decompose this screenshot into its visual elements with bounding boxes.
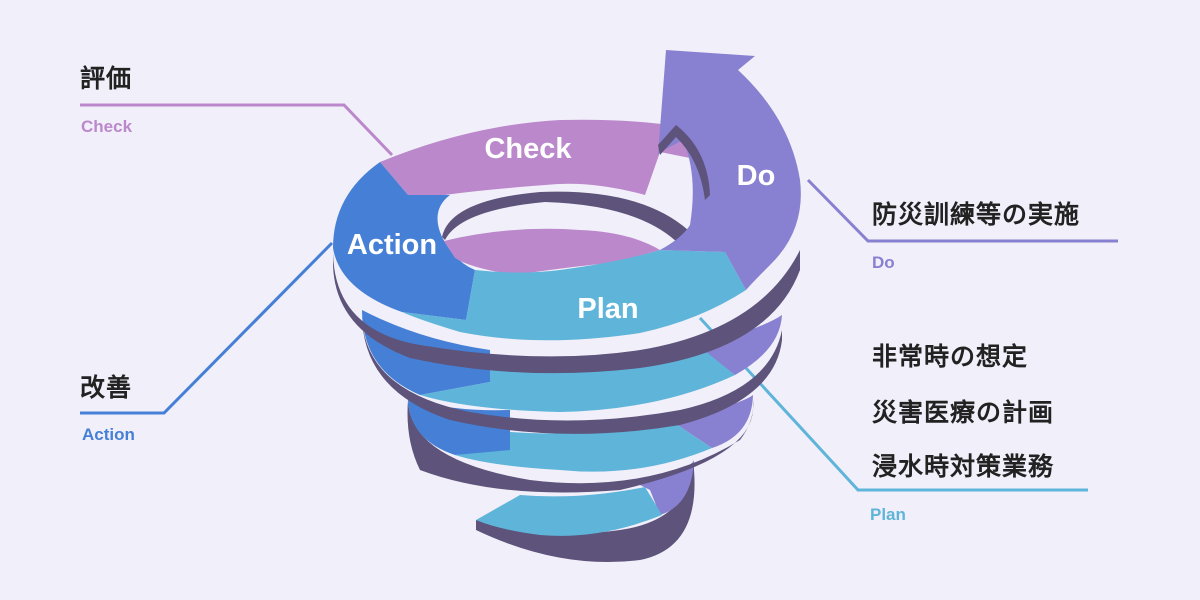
- do-arrow-notch: [658, 125, 710, 200]
- label-do: Do: [737, 160, 776, 192]
- do-leader-line: [806, 178, 1118, 243]
- label-check: Check: [484, 133, 572, 165]
- do-callout-title: 防災訓練等の実施: [872, 200, 1081, 229]
- ring3-plan: [455, 420, 712, 472]
- segment-do: [658, 50, 801, 290]
- do-callout-sub: Do: [872, 253, 895, 272]
- tail-plan: [476, 487, 662, 536]
- check-leader-line: [80, 103, 394, 157]
- plan-callout-line-2: 災害医療の計画: [872, 398, 1055, 427]
- segment-action: [333, 162, 475, 320]
- hole-inner-edge: [442, 191, 688, 245]
- check-callout-title: 評価: [80, 64, 133, 93]
- segment-check-inner: [444, 228, 660, 275]
- action-leader-line: [80, 241, 334, 415]
- label-plan: Plan: [577, 293, 638, 325]
- action-callout-title: 改善: [80, 373, 133, 402]
- segment-plan: [402, 250, 746, 341]
- segment-check: [380, 119, 700, 195]
- tail-do: [640, 460, 694, 515]
- ring2-do: [695, 315, 782, 375]
- plan-callout-sub: Plan: [870, 505, 906, 524]
- plan-leader-line: [698, 316, 1088, 492]
- top-ring-edge: [333, 250, 800, 374]
- action-callout-sub: Action: [82, 425, 135, 444]
- tail-edge: [476, 460, 695, 562]
- ring3-do: [670, 395, 753, 448]
- label-action: Action: [347, 229, 437, 261]
- check-callout-sub: Check: [81, 117, 133, 136]
- plan-callout-line-1: 非常時の想定: [872, 342, 1029, 371]
- spiral-tail: [476, 460, 695, 562]
- plan-callout-line-3: 浸水時対策業務: [872, 452, 1055, 481]
